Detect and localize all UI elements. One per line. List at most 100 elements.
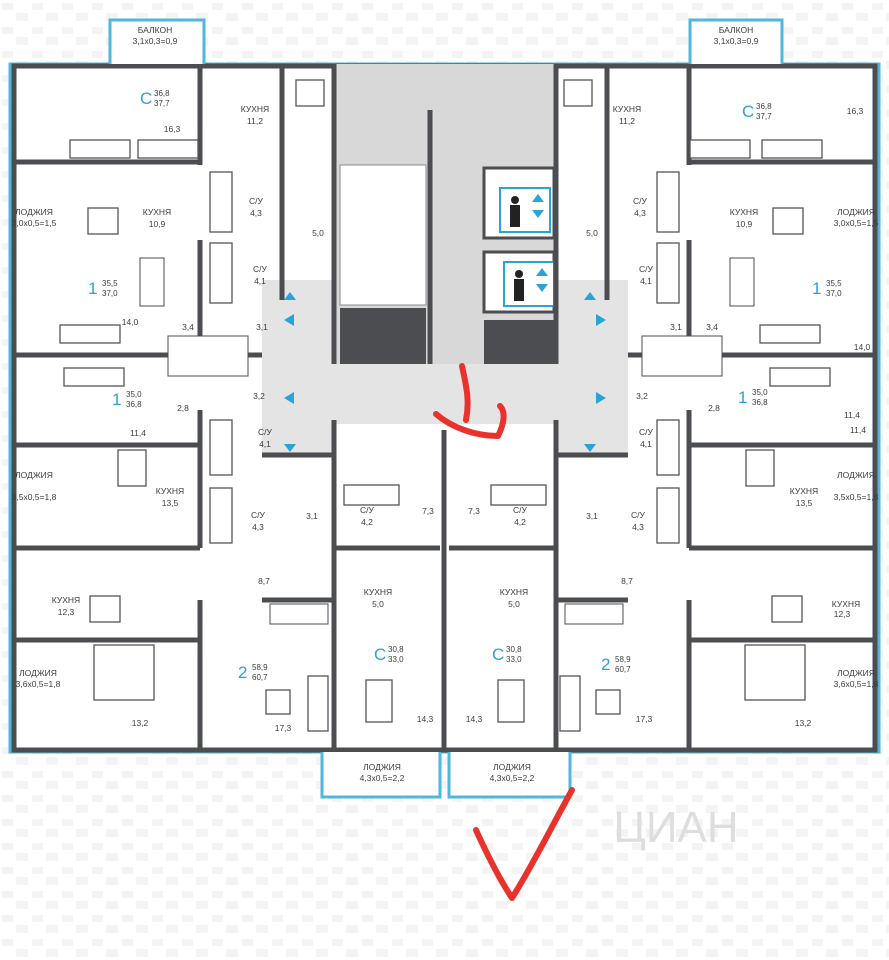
room-label-h-l1: 5,0 <box>312 228 324 238</box>
room-label-h-l5: 3,2 <box>253 391 265 401</box>
room-label-k-r3-a: 13,5 <box>796 498 813 508</box>
room-label-k-r2-a: 10,9 <box>736 219 753 229</box>
room-label-k-tr-a: 11,2 <box>619 116 635 126</box>
apartment-total-area: 36,8 <box>752 398 768 407</box>
room-label-h-r1: 5,0 <box>586 228 598 238</box>
balconies <box>108 18 784 799</box>
room-label-su-r4-a: 4,3 <box>632 522 644 532</box>
room-label-lg-l2-d: 3,5x0,5=1,8 <box>12 492 57 502</box>
room-label-r-r5: 17,3 <box>636 714 653 724</box>
furniture <box>59 79 831 732</box>
room-label-su-l2: С/У <box>253 264 268 274</box>
room-label-k-l4: КУХНЯ <box>52 595 80 605</box>
apartment-total-area: 60,7 <box>615 665 631 674</box>
room-label-h-r5: 2,8 <box>708 403 720 413</box>
apartment-type: С <box>742 102 754 121</box>
room-label-su-l2-a: 4,1 <box>254 276 266 286</box>
apartment-living-area: 58,9 <box>615 655 631 664</box>
room-label-h-r6: 3,1 <box>586 511 598 521</box>
apartment-type: 2 <box>601 655 610 674</box>
room-label-h-r2: 3,1 <box>670 322 682 332</box>
door-arrow-icons <box>284 292 606 452</box>
room-label-h-cl: 7,3 <box>422 506 434 516</box>
storage-hatch <box>139 257 755 625</box>
room-label-lg-cr: ЛОДЖИЯ <box>493 762 531 772</box>
apartment-total-area: 37,7 <box>756 112 772 121</box>
room-label-su-cr: С/У <box>513 505 528 515</box>
room-label-r-l4: 13,2 <box>132 718 149 728</box>
room-label-k-cr: КУХНЯ <box>500 587 528 597</box>
room-label-r-l3: 11,4 <box>130 428 146 438</box>
room-label-lg-l3: ЛОДЖИЯ <box>19 668 57 678</box>
room-label-k-tl-a: 11,2 <box>247 116 263 126</box>
room-label-su-l1: С/У <box>249 196 264 206</box>
room-label-k-cr-a: 5,0 <box>508 599 520 609</box>
room-label-h-l3: 3,1 <box>256 322 268 332</box>
apartment-living-area: 35,0 <box>752 388 768 397</box>
room-label-su-r1-a: 4,3 <box>634 208 646 218</box>
apartment-total-area: 33,0 <box>506 655 522 664</box>
room-label-su-r2-a: 4,1 <box>640 276 652 286</box>
room-label-r-r2: 14,0 <box>854 342 871 352</box>
room-label-k-tl: КУХНЯ <box>241 104 269 114</box>
room-label-h-l7: 8,7 <box>258 576 270 586</box>
room-label-lg-l3-d: 3,6x0,5=1,8 <box>16 679 61 689</box>
red-mark-arrow <box>433 363 507 439</box>
room-label-su-cr-a: 4,2 <box>514 517 526 527</box>
room-label-su-l3-a: 4,1 <box>259 439 271 449</box>
room-label-lg-l1: ЛОДЖИЯ <box>15 207 53 217</box>
room-label-r-l2: 14,0 <box>122 317 139 327</box>
room-label-h-r4: 3,2 <box>636 391 648 401</box>
room-label-k-tr: КУХНЯ <box>613 104 641 114</box>
room-label-su-r4: С/У <box>631 510 646 520</box>
room-label-su-cl: С/У <box>360 505 375 515</box>
room-label-r-cl: 14,3 <box>417 714 434 724</box>
room-label-h-l4: 2,8 <box>177 403 189 413</box>
room-label-lg-r2-d: 3,5x0,5=1,8 <box>834 492 879 502</box>
apartment-total-area: 37,0 <box>826 289 842 298</box>
room-label-k-l4-a: 12,3 <box>58 607 75 617</box>
apartment-living-area: 36,8 <box>154 89 170 98</box>
room-label-r-tr: 16,3 <box>847 106 864 116</box>
room-label-r-l5: 17,3 <box>275 723 292 733</box>
room-label-k-r2: КУХНЯ <box>730 207 758 217</box>
room-labels: БАЛКОН3,1x0,3=0,9БАЛКОН3,1x0,3=0,9КУХНЯ1… <box>12 25 879 783</box>
room-label-lg-l2: ЛОДЖИЯ <box>15 470 53 480</box>
apartment-living-area: 35,5 <box>826 279 842 288</box>
room-label-r-r3b: 11,4 <box>850 425 866 435</box>
room-label-su-cl-a: 4,2 <box>361 517 373 527</box>
apartment-marker-apt-r2: 1 35,537,0 <box>812 279 842 298</box>
room-label-h-cr: 7,3 <box>468 506 480 516</box>
room-label-h-l2: 3,4 <box>182 322 194 332</box>
apartment-total-area: 60,7 <box>252 673 268 682</box>
room-label-bal-r-d: 3,1x0,3=0,9 <box>714 36 759 46</box>
apartment-marker-apt-r5: 2 58,960,7 <box>601 655 631 674</box>
annotation-marks <box>433 363 575 901</box>
room-label-lg-r2: ЛОДЖИЯ <box>837 470 875 480</box>
room-label-k-cl-a: 5,0 <box>372 599 384 609</box>
room-label-k-r4: КУХНЯ <box>832 599 860 609</box>
apartment-type: 2 <box>238 663 247 682</box>
room-label-k-r4-a: 12,3 <box>834 609 851 619</box>
apartment-living-area: 36,8 <box>756 102 772 111</box>
apartment-type: 1 <box>112 390 121 409</box>
red-checkmark <box>473 787 575 901</box>
elevator-icon <box>499 187 551 233</box>
apartment-total-area: 33,0 <box>388 655 404 664</box>
room-label-su-l1-a: 4,3 <box>250 208 262 218</box>
room-label-bal-l: БАЛКОН <box>138 25 172 35</box>
apartment-type: 1 <box>812 279 821 298</box>
room-label-su-r3-a: 4,1 <box>640 439 652 449</box>
elevator-icon <box>503 261 555 307</box>
apartment-type: С <box>374 645 386 664</box>
apartment-total-area: 37,0 <box>102 289 118 298</box>
room-label-k-cl: КУХНЯ <box>364 587 392 597</box>
room-label-h-r3: 3,4 <box>706 322 718 332</box>
apartment-living-area: 35,5 <box>102 279 118 288</box>
